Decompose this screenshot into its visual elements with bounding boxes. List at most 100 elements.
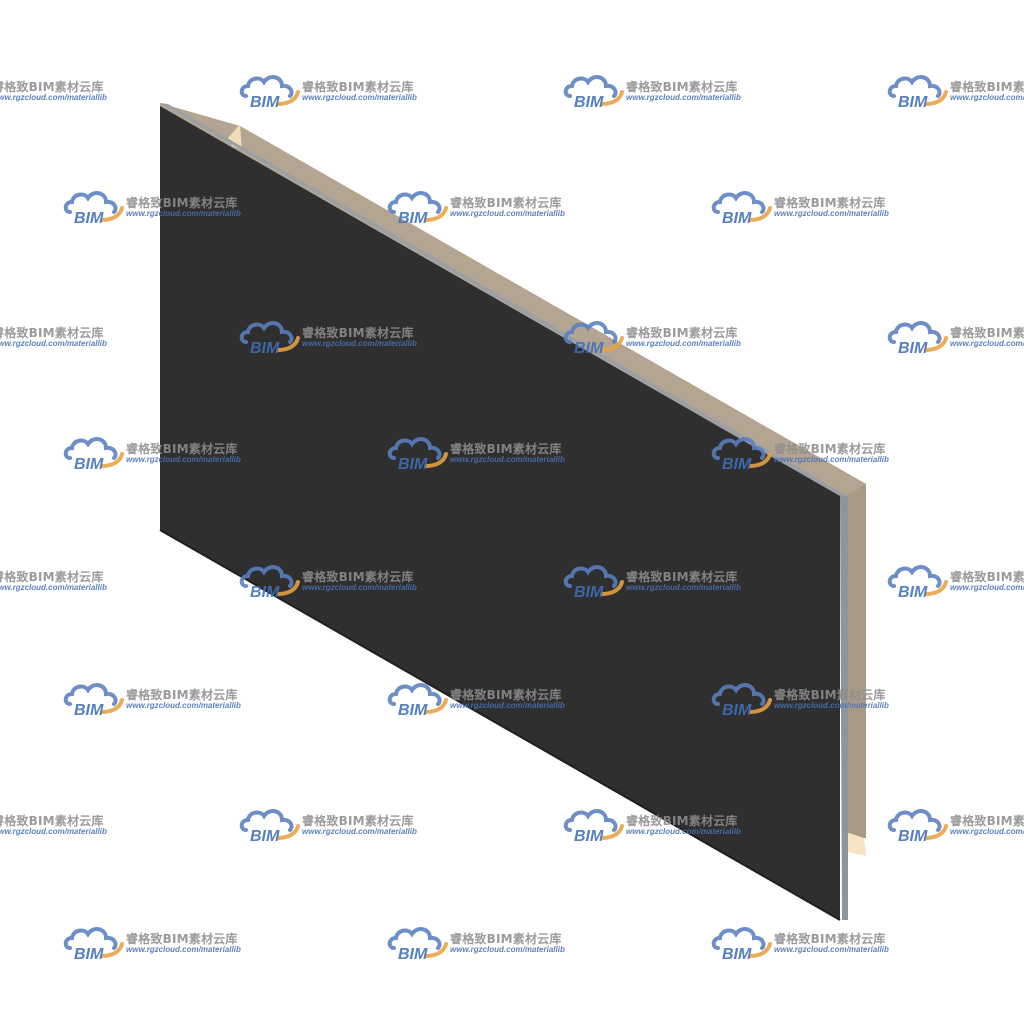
panel-bottom-outline — [159, 529, 841, 921]
watermark-title: 睿格致BIM素材云库 — [626, 570, 738, 584]
watermark-logo-text: BIM — [398, 946, 428, 963]
watermark-url: www.rgzcloud.com/materiallib — [450, 455, 565, 464]
watermark-url: www.rgzcloud.com/materiallib — [0, 339, 107, 348]
watermark-title: 睿格致BIM素材云库 — [302, 80, 414, 94]
watermark: BIM 睿格致BIM素材云库 www.rgzcloud.com/material… — [710, 680, 910, 720]
watermark-logo-text: BIM — [574, 584, 604, 601]
watermark-url: www.rgzcloud.com/materiallib — [774, 455, 889, 464]
watermark-title: 睿格致BIM素材云库 — [0, 80, 104, 94]
cloud-icon: BIM — [711, 437, 772, 473]
watermark: BIM 睿格致BIM素材云库 www.rgzcloud.com/material… — [386, 680, 586, 720]
watermark-url: www.rgzcloud.com/materiallib — [126, 209, 241, 218]
panel-cut-end-bottom — [846, 832, 866, 856]
watermark-title: 睿格致BIM素材云库 — [774, 196, 886, 210]
cloud-icon: BIM — [387, 191, 448, 227]
watermark-title: 睿格致BIM素材云库 — [774, 932, 886, 946]
cloud-icon: BIM — [63, 683, 124, 719]
watermark-title: 睿格致BIM素材云库 — [302, 814, 414, 828]
watermark-logo-text: BIM — [722, 456, 752, 473]
watermark: BIM 睿格致BIM素材云库 www.rgzcloud.com/material… — [886, 72, 1024, 112]
cloud-icon: BIM — [563, 565, 624, 601]
watermark-url: www.rgzcloud.com/materiallib — [302, 827, 417, 836]
watermark: BIM 睿格致BIM素材云库 www.rgzcloud.com/material… — [562, 318, 762, 358]
watermark-logo-text: BIM — [898, 584, 928, 601]
watermark-url: www.rgzcloud.com/materiallib — [126, 455, 241, 464]
cloud-icon: BIM — [887, 321, 948, 357]
watermark: BIM 睿格致BIM素材云库 www.rgzcloud.com/material… — [62, 188, 262, 228]
watermark: BIM 睿格致BIM素材云库 www.rgzcloud.com/material… — [0, 806, 128, 846]
watermark: BIM 睿格致BIM素材云库 www.rgzcloud.com/material… — [62, 924, 262, 964]
watermark-logo-text: BIM — [898, 828, 928, 845]
cloud-icon: BIM — [63, 191, 124, 227]
watermark-url: www.rgzcloud.com/materiallib — [950, 583, 1024, 592]
watermark-title: 睿格致BIM素材云库 — [126, 442, 238, 456]
cloud-icon: BIM — [387, 437, 448, 473]
cloud-icon: BIM — [387, 927, 448, 963]
cloud-icon: BIM — [239, 565, 300, 601]
watermark: BIM 睿格致BIM素材云库 www.rgzcloud.com/material… — [238, 806, 438, 846]
watermark-logo-text: BIM — [898, 340, 928, 357]
watermark-title: 睿格致BIM素材云库 — [774, 688, 886, 702]
watermark-url: www.rgzcloud.com/materiallib — [950, 827, 1024, 836]
watermark: BIM 睿格致BIM素材云库 www.rgzcloud.com/material… — [0, 72, 128, 112]
watermark-title: 睿格致BIM素材云库 — [950, 80, 1024, 94]
watermark-logo-text: BIM — [74, 702, 104, 719]
watermark: BIM 睿格致BIM素材云库 www.rgzcloud.com/material… — [62, 434, 262, 474]
watermark-title: 睿格致BIM素材云库 — [0, 570, 104, 584]
watermark-url: www.rgzcloud.com/materiallib — [626, 827, 741, 836]
cloud-icon: BIM — [387, 683, 448, 719]
cloud-icon: BIM — [63, 437, 124, 473]
cloud-icon: BIM — [63, 927, 124, 963]
watermark-title: 睿格致BIM素材云库 — [302, 326, 414, 340]
watermark-url: www.rgzcloud.com/materiallib — [450, 945, 565, 954]
watermark-logo-text: BIM — [574, 828, 604, 845]
watermark-url: www.rgzcloud.com/materiallib — [302, 583, 417, 592]
watermark: BIM 睿格致BIM素材云库 www.rgzcloud.com/material… — [62, 680, 262, 720]
watermark-title: 睿格致BIM素材云库 — [626, 814, 738, 828]
watermark-url: www.rgzcloud.com/materiallib — [450, 209, 565, 218]
watermark-url: www.rgzcloud.com/materiallib — [302, 339, 417, 348]
watermark-logo-text: BIM — [398, 456, 428, 473]
watermark: BIM 睿格致BIM素材云库 www.rgzcloud.com/material… — [386, 924, 586, 964]
cloud-icon: BIM — [887, 75, 948, 111]
watermark-url: www.rgzcloud.com/materiallib — [950, 339, 1024, 348]
watermark-url: www.rgzcloud.com/materiallib — [626, 583, 741, 592]
watermark-title: 睿格致BIM素材云库 — [450, 932, 562, 946]
watermark-url: www.rgzcloud.com/materiallib — [0, 93, 107, 102]
watermark-title: 睿格致BIM素材云库 — [0, 326, 104, 340]
watermark-title: 睿格致BIM素材云库 — [126, 932, 238, 946]
panel-right-edge — [840, 494, 848, 920]
watermark-url: www.rgzcloud.com/materiallib — [950, 93, 1024, 102]
cloud-icon: BIM — [563, 809, 624, 845]
watermark: BIM 睿格致BIM素材云库 www.rgzcloud.com/material… — [710, 924, 910, 964]
watermark-title: 睿格致BIM素材云库 — [450, 196, 562, 210]
watermark-logo-text: BIM — [74, 210, 104, 227]
watermark-title: 睿格致BIM素材云库 — [950, 570, 1024, 584]
watermark-logo-text: BIM — [250, 94, 280, 111]
watermark-title: 睿格致BIM素材云库 — [450, 688, 562, 702]
watermark: BIM 睿格致BIM素材云库 www.rgzcloud.com/material… — [886, 318, 1024, 358]
watermark-title: 睿格致BIM素材云库 — [450, 442, 562, 456]
watermark: BIM 睿格致BIM素材云库 www.rgzcloud.com/material… — [238, 72, 438, 112]
watermark: BIM 睿格致BIM素材云库 www.rgzcloud.com/material… — [710, 434, 910, 474]
cloud-icon: BIM — [711, 191, 772, 227]
cloud-icon: BIM — [563, 75, 624, 111]
watermark-logo-text: BIM — [722, 210, 752, 227]
cloud-icon: BIM — [887, 809, 948, 845]
watermark: BIM 睿格致BIM素材云库 www.rgzcloud.com/material… — [0, 562, 128, 602]
cloud-icon: BIM — [711, 927, 772, 963]
watermark-logo-text: BIM — [74, 456, 104, 473]
watermark-title: 睿格致BIM素材云库 — [0, 814, 104, 828]
watermark: BIM 睿格致BIM素材云库 www.rgzcloud.com/material… — [238, 562, 438, 602]
panel-metal-edge — [160, 103, 848, 496]
watermark-logo-text: BIM — [898, 94, 928, 111]
watermark-logo-text: BIM — [250, 584, 280, 601]
watermark: BIM 睿格致BIM素材云库 www.rgzcloud.com/material… — [886, 806, 1024, 846]
watermark-url: www.rgzcloud.com/materiallib — [126, 945, 241, 954]
cloud-icon: BIM — [239, 75, 300, 111]
watermark: BIM 睿格致BIM素材云库 www.rgzcloud.com/material… — [386, 188, 586, 228]
watermark-logo-text: BIM — [398, 210, 428, 227]
watermark-title: 睿格致BIM素材云库 — [950, 326, 1024, 340]
